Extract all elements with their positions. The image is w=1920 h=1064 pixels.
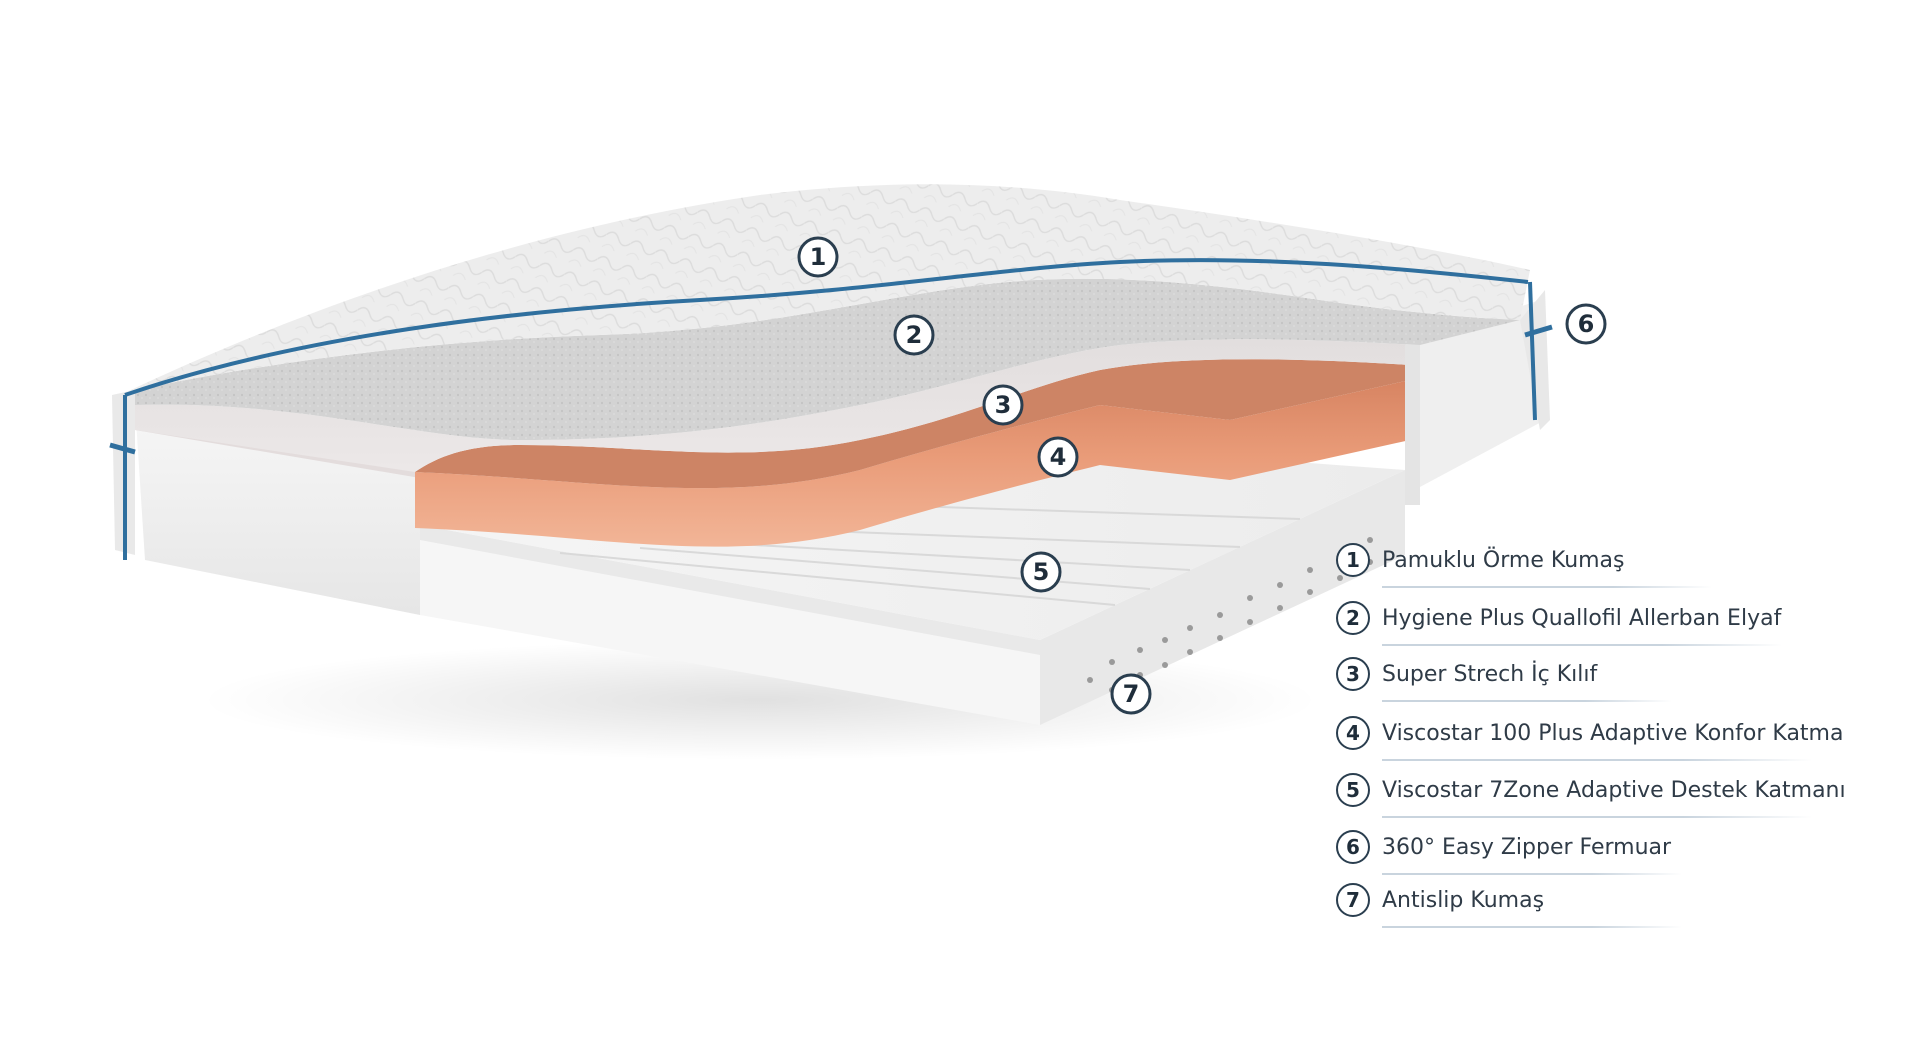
zipper-pull-right bbox=[1524, 324, 1553, 338]
fiber-layer bbox=[135, 278, 1520, 440]
legend-underline bbox=[1382, 926, 1682, 928]
zone-grooves bbox=[559, 504, 1301, 606]
right-side-panel bbox=[1405, 300, 1545, 495]
svg-text:1: 1 bbox=[810, 243, 827, 271]
right-side-front-panel bbox=[1405, 345, 1420, 505]
legend-underline bbox=[1382, 644, 1782, 646]
legend-label: Super Strech İç Kılıf bbox=[1382, 661, 1598, 687]
legend-underline bbox=[1382, 759, 1812, 761]
legend-item-1: 1 Pamuklu Örme Kumaş bbox=[1336, 538, 1712, 588]
zipper-pull-left bbox=[109, 442, 136, 455]
legend-item-2: 2 Hygiene Plus Quallofil Allerban Elyaf bbox=[1336, 596, 1782, 646]
callout-2: 2 bbox=[893, 314, 935, 356]
legend-underline bbox=[1382, 586, 1712, 588]
legend-item-5: 5 Viscostar 7Zone Adaptive Destek Katman… bbox=[1336, 768, 1846, 818]
legend-label: 360° Easy Zipper Fermuar bbox=[1382, 834, 1672, 860]
legend-number: 1 bbox=[1336, 543, 1370, 577]
legend-item-7: 7 Antislip Kumaş bbox=[1336, 878, 1682, 928]
svg-text:5: 5 bbox=[1033, 558, 1050, 586]
svg-text:7: 7 bbox=[1123, 680, 1140, 708]
svg-text:4: 4 bbox=[1050, 443, 1067, 471]
base-foam-side bbox=[1040, 470, 1405, 725]
legend-number: 4 bbox=[1336, 716, 1370, 750]
svg-text:6: 6 bbox=[1578, 310, 1595, 338]
svg-text:2: 2 bbox=[906, 321, 923, 349]
legend-number: 3 bbox=[1336, 657, 1370, 691]
svg-text:3: 3 bbox=[995, 391, 1012, 419]
comfort-foam-side bbox=[415, 380, 1410, 547]
legend-item-4: 4 Viscostar 100 Plus Adaptive Konfor Kat… bbox=[1336, 711, 1844, 761]
legend-label: Hygiene Plus Quallofil Allerban Elyaf bbox=[1382, 605, 1782, 631]
legend-label: Pamuklu Örme Kumaş bbox=[1382, 547, 1625, 573]
callout-5: 5 bbox=[1020, 551, 1062, 593]
legend-underline bbox=[1382, 873, 1682, 875]
legend-item-3: 3 Super Strech İç Kılıf bbox=[1336, 652, 1672, 702]
zipper-line bbox=[124, 258, 1529, 397]
legend-label: Viscostar 100 Plus Adaptive Konfor Katma bbox=[1382, 720, 1844, 746]
base-foam-front bbox=[420, 525, 1040, 725]
legend-number: 7 bbox=[1336, 883, 1370, 917]
legend-number: 2 bbox=[1336, 601, 1370, 635]
legend-label: Viscostar 7Zone Adaptive Destek Katmanı bbox=[1382, 777, 1846, 803]
comfort-foam-top bbox=[415, 359, 1410, 489]
legend-underline bbox=[1382, 816, 1812, 818]
top-cover-right-edge bbox=[1520, 290, 1550, 430]
callout-6: 6 bbox=[1565, 303, 1607, 345]
legend-number: 6 bbox=[1336, 830, 1370, 864]
callout-1: 1 bbox=[797, 236, 839, 278]
callout-4: 4 bbox=[1037, 436, 1079, 478]
legend-underline bbox=[1382, 700, 1672, 702]
base-foam-front-shade bbox=[420, 525, 1040, 655]
legend-label: Antislip Kumaş bbox=[1382, 887, 1545, 913]
zipper-right-vertical bbox=[1528, 281, 1537, 421]
inner-cover-layer bbox=[135, 339, 1420, 472]
legend-item-6: 6 360° Easy Zipper Fermuar bbox=[1336, 825, 1682, 875]
callout-3: 3 bbox=[982, 384, 1024, 426]
legend-number: 5 bbox=[1336, 773, 1370, 807]
callout-7: 7 bbox=[1110, 673, 1152, 715]
